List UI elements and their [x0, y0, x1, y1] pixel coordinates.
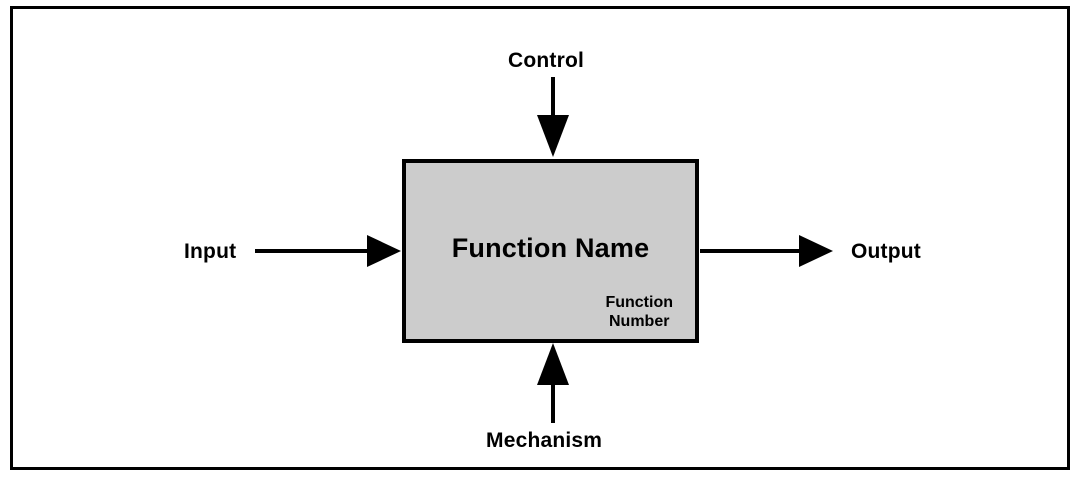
- input-label: Input: [184, 240, 237, 263]
- function-number-line-1: Function: [605, 294, 673, 311]
- control-arrow-line: [551, 77, 555, 119]
- diagram-frame: Control Input Output Mechanism Function …: [10, 6, 1070, 470]
- function-box: Function Name Function Number: [402, 159, 699, 343]
- output-arrow-line: [700, 249, 800, 253]
- function-number-line-2: Number: [609, 313, 670, 330]
- input-arrowhead-icon: [367, 235, 401, 267]
- function-number: Function Number: [605, 293, 673, 331]
- function-name-title: Function Name: [451, 233, 650, 263]
- input-arrow-line: [255, 249, 371, 253]
- output-arrowhead-icon: [799, 235, 833, 267]
- output-label: Output: [851, 240, 922, 263]
- control-label: Control: [508, 49, 585, 72]
- mechanism-arrow-line: [551, 381, 555, 423]
- control-arrowhead-icon: [537, 115, 569, 157]
- mechanism-label: Mechanism: [486, 429, 603, 452]
- mechanism-arrowhead-icon: [537, 343, 569, 385]
